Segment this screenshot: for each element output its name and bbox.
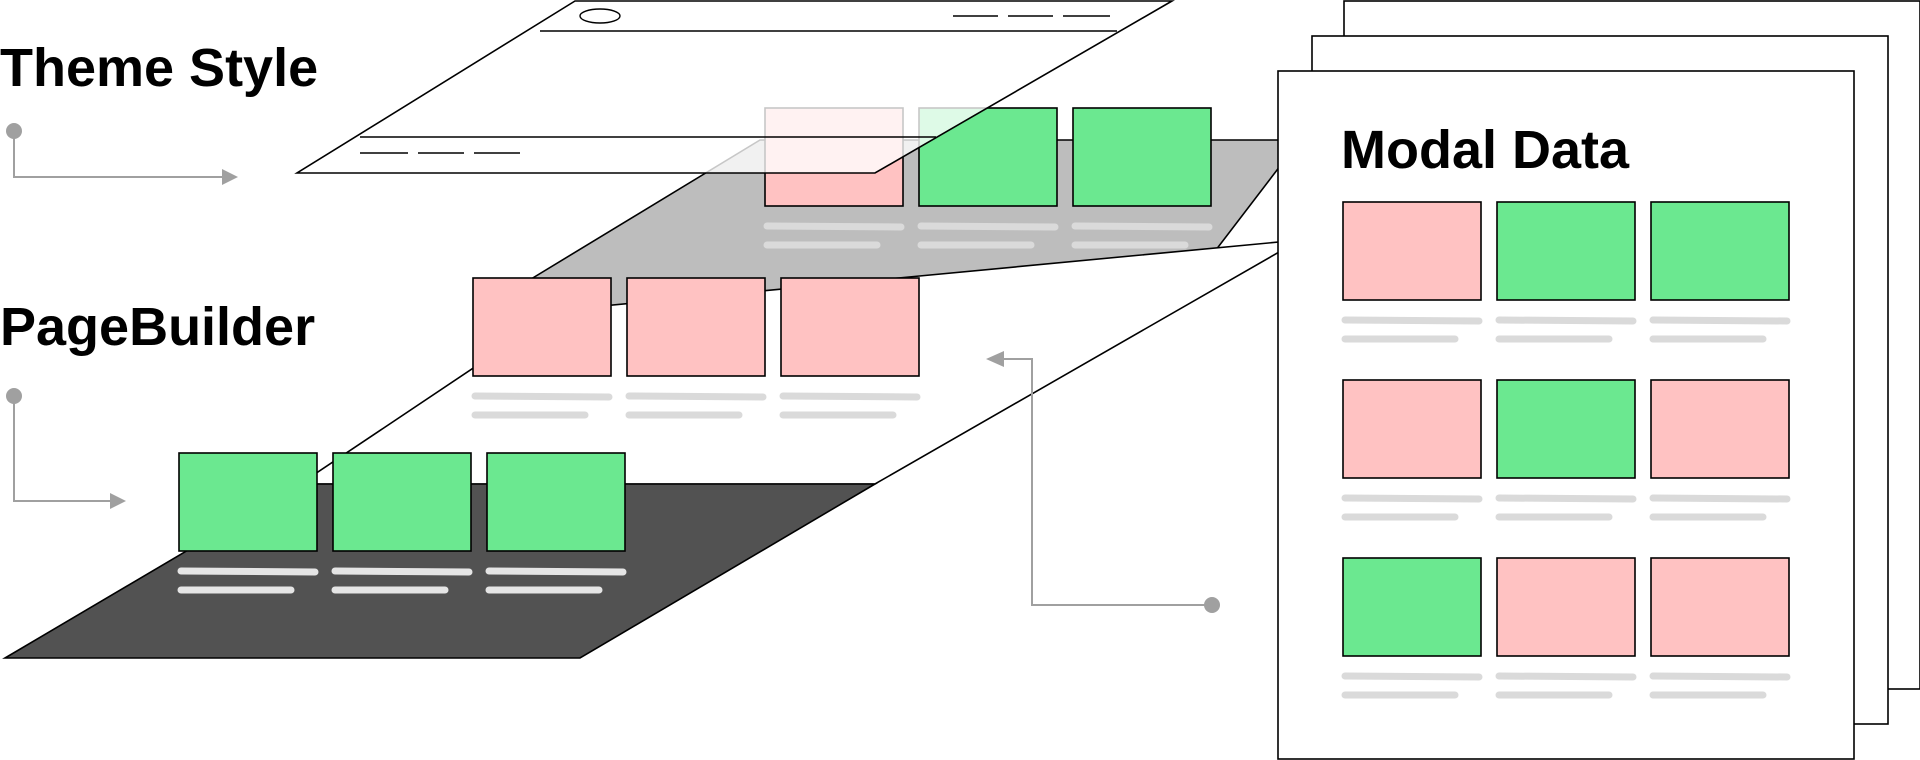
page-builder-text-line (625, 392, 767, 401)
modal-row-2-text-line (1341, 494, 1483, 503)
data-layer-card-2 (332, 452, 472, 552)
connector-line (13, 396, 110, 502)
page-builder-card-2 (626, 277, 766, 377)
page-builder-text-line (471, 392, 613, 401)
modal-data-label: Modal Data (1341, 120, 1630, 180)
arrow-right-icon (110, 493, 126, 509)
bottom-layer-cards (177, 452, 627, 594)
modal-row-1-card-3 (1650, 201, 1790, 301)
modal-row-2-card-2 (1496, 379, 1636, 479)
arrow-right-icon (222, 169, 238, 185)
modal-row-3-card-3 (1650, 557, 1790, 657)
modal-row-2-text-line (1495, 494, 1637, 503)
modal-row-2-text-line (1649, 494, 1791, 503)
page-builder-card-1 (472, 277, 612, 377)
theme-style-text-line (917, 222, 1059, 231)
data-layer-card-3 (486, 452, 626, 552)
data-layer-text-line (485, 567, 627, 576)
page-builder-connector (6, 388, 126, 509)
browser-address-icon (579, 8, 621, 24)
modal-row-3-card-2 (1496, 557, 1636, 657)
modal-row-3-text-line (1341, 672, 1483, 681)
theme-style-connector (6, 123, 238, 185)
modal-row-3-text-line (1495, 672, 1637, 681)
theme-style-card-2 (918, 107, 1058, 207)
page-builder-text-line (779, 392, 921, 401)
data-layer-text-line (177, 567, 319, 576)
data-layer-text-line (331, 567, 473, 576)
browser-window-outline (294, 0, 1175, 174)
theme-style-text-line (1071, 222, 1213, 231)
modal-row-3-text-line (1649, 672, 1791, 681)
page-builder-cards (471, 277, 921, 419)
modal-row-1-text-line (1495, 316, 1637, 325)
page-builder-label: PageBuilder (0, 297, 315, 357)
theme-style-card-3 (1072, 107, 1212, 207)
modal-row-1-card-1 (1342, 201, 1482, 301)
modal-data-cards (1341, 201, 1791, 699)
browser-wireframe (294, 0, 1175, 174)
theme-style-label: Theme Style (0, 38, 318, 98)
theme-style-text-line (763, 222, 905, 231)
data-layer-card-1 (178, 452, 318, 552)
modal-row-1-text-line (1649, 316, 1791, 325)
connector-line (13, 131, 222, 178)
arrow-left-icon (986, 351, 1004, 367)
modal-data-connector (986, 351, 1220, 613)
modal-row-2-card-3 (1650, 379, 1790, 479)
page-builder-card-3 (780, 277, 920, 377)
modal-row-1-text-line (1341, 316, 1483, 325)
modal-row-3-card-1 (1342, 557, 1482, 657)
modal-row-1-card-2 (1496, 201, 1636, 301)
connector-line (1004, 358, 1212, 606)
modal-row-2-card-1 (1342, 379, 1482, 479)
